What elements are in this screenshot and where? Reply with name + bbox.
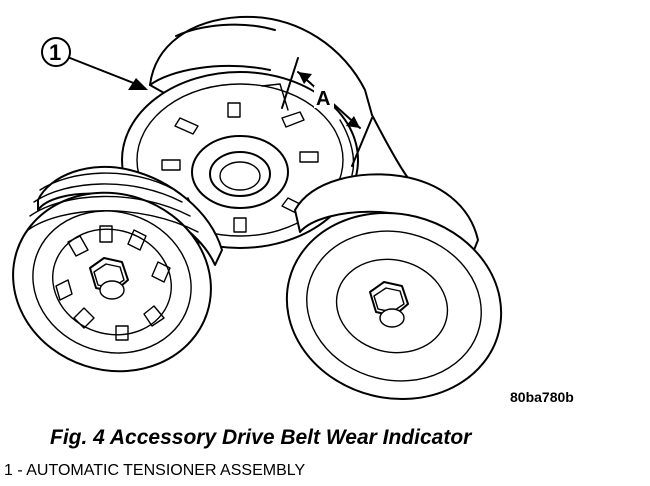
tensioner-diagram: A	[12, 15, 574, 405]
grooved-pulley	[12, 165, 223, 373]
image-code: 80ba780b	[510, 389, 574, 405]
callout-legend: 1 - AUTOMATIC TENSIONER ASSEMBLY	[4, 462, 305, 480]
callout-1: 1	[41, 37, 148, 90]
legend-description: AUTOMATIC TENSIONER ASSEMBLY	[26, 462, 306, 479]
wear-indicator-dimension: A	[281, 57, 373, 167]
dimension-letter: A	[316, 88, 330, 110]
legend-separator: -	[12, 462, 27, 479]
legend-number: 1	[4, 462, 13, 479]
idler-pulley	[285, 173, 503, 401]
figure-caption: Fig. 4 Accessory Drive Belt Wear Indicat…	[50, 426, 472, 449]
callout-number: 1	[49, 40, 61, 65]
